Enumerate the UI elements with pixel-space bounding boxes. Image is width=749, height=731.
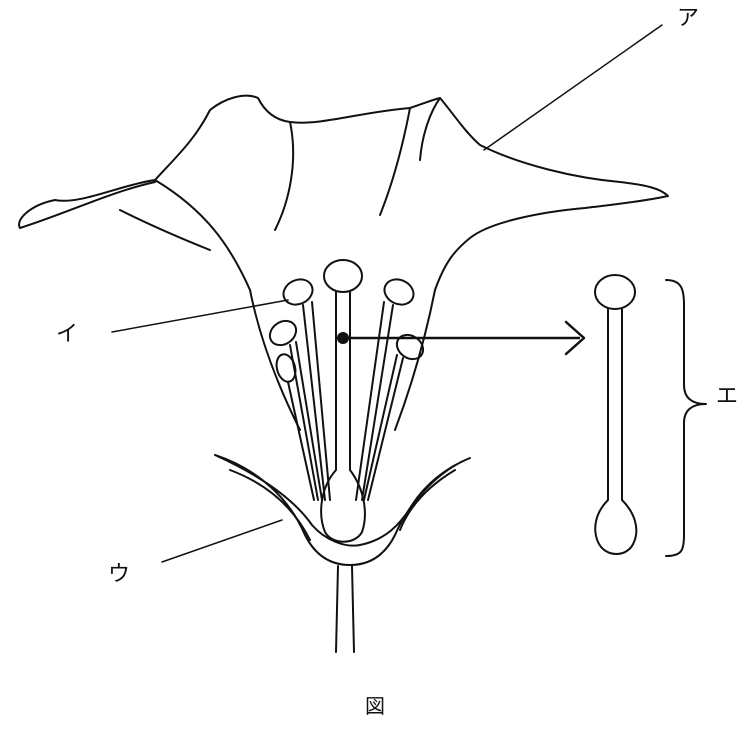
leader-line-i xyxy=(112,300,288,332)
corolla-petals xyxy=(19,96,668,430)
pistil-in-flower xyxy=(321,260,365,542)
figure-caption: 図 xyxy=(365,696,385,716)
label-e: エ xyxy=(716,386,738,408)
label-i: イ xyxy=(56,324,78,346)
calyx-sepals xyxy=(215,455,470,565)
label-a: ア xyxy=(677,8,699,30)
leader-line-a xyxy=(484,25,662,150)
label-u: ウ xyxy=(108,564,130,586)
stamens xyxy=(265,275,428,500)
isolated-pistil xyxy=(595,275,636,554)
arrow xyxy=(337,322,584,354)
bracket-e xyxy=(666,280,706,556)
leader-line-u xyxy=(162,520,282,562)
stem xyxy=(336,566,354,652)
